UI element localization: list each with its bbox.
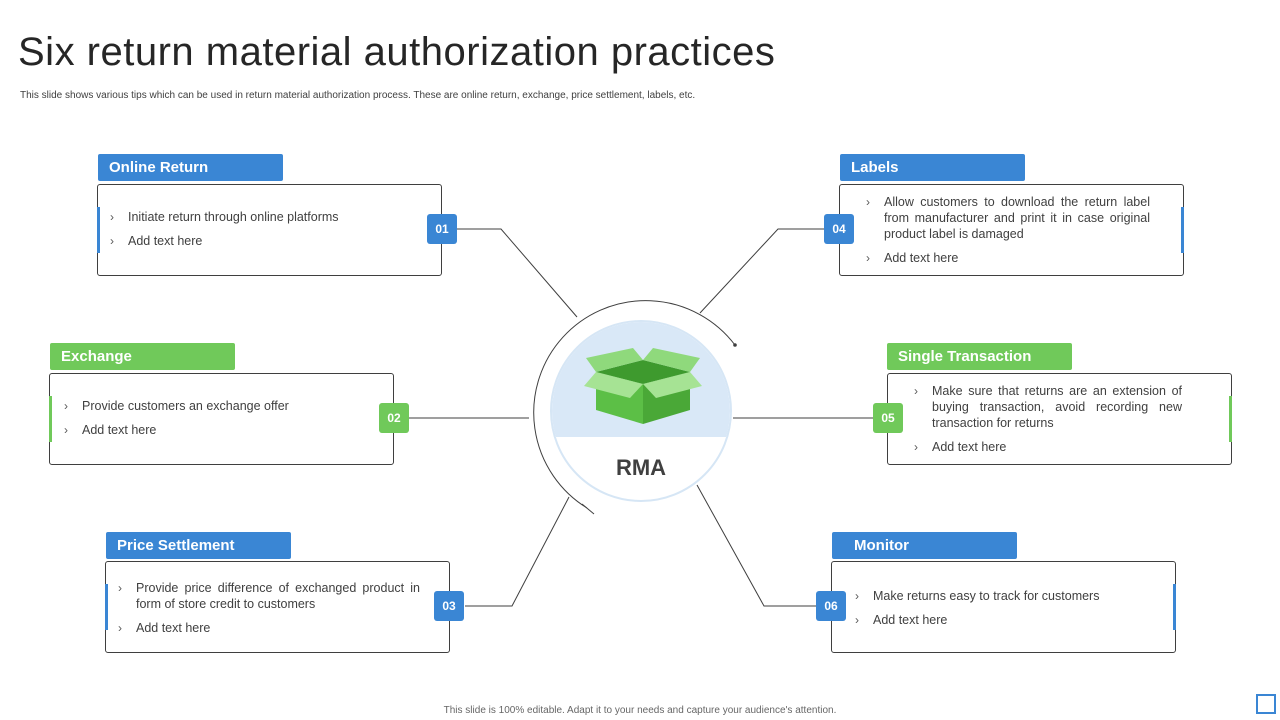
rma-label: RMA <box>615 455 667 480</box>
page-title: Six return material authorization practi… <box>18 30 776 74</box>
card-accent-bar <box>97 207 100 253</box>
practice-card-single-transaction: ›Make sure that returns are an extension… <box>887 373 1232 465</box>
card-accent-bar <box>1229 396 1232 442</box>
list-item: ›Add text here <box>855 613 948 627</box>
step-badge-03: 03 <box>434 591 464 621</box>
card-accent-bar <box>1173 584 1176 630</box>
corner-square-icon <box>1256 694 1276 714</box>
practice-card-labels: ›Allow customers to download the return … <box>839 184 1184 276</box>
list-item: ›Make returns easy to track for customer… <box>855 589 1100 603</box>
step-badge-06: 06 <box>816 591 846 621</box>
chevron-right-icon: › <box>110 210 114 224</box>
arc-end-tick <box>581 503 595 515</box>
step-badge-02: 02 <box>379 403 409 433</box>
chevron-right-icon: › <box>914 440 918 454</box>
practice-card-monitor: ›Make returns easy to track for customer… <box>831 561 1176 653</box>
connector-04 <box>699 228 824 314</box>
list-item: ›Add text here <box>914 440 1007 454</box>
practice-title-exchange: Exchange <box>50 343 235 370</box>
arc-end-dot <box>733 343 737 347</box>
connector-01 <box>457 228 578 318</box>
chevron-right-icon: › <box>914 384 918 398</box>
card-accent-bar <box>1181 207 1184 253</box>
chevron-right-icon: › <box>866 251 870 265</box>
step-badge-05: 05 <box>873 403 903 433</box>
practice-card-exchange: ›Provide customers an exchange offer ›Ad… <box>49 373 394 465</box>
practice-title-monitor: Monitor <box>832 532 1017 559</box>
list-item: ›Add text here <box>866 251 959 265</box>
list-item: ›Add text here <box>110 234 203 248</box>
step-badge-01: 01 <box>427 214 457 244</box>
list-item: ›Add text here <box>64 423 157 437</box>
list-item: ›Provide customers an exchange offer <box>64 399 289 413</box>
list-item: ›Make sure that returns are an extension… <box>914 384 1182 430</box>
list-item: ›Add text here <box>118 621 211 635</box>
connector-06 <box>696 484 816 607</box>
box-icon <box>584 348 702 424</box>
chevron-right-icon: › <box>64 423 68 437</box>
list-item: ›Allow customers to download the return … <box>866 195 1150 241</box>
card-accent-bar <box>49 396 52 442</box>
chevron-right-icon: › <box>855 589 859 603</box>
chevron-right-icon: › <box>118 581 122 595</box>
footer-note: This slide is 100% editable. Adapt it to… <box>443 705 837 716</box>
list-item: ›Provide price difference of exchanged p… <box>118 581 420 611</box>
card-accent-bar <box>105 584 108 630</box>
chevron-right-icon: › <box>118 621 122 635</box>
chevron-right-icon: › <box>855 613 859 627</box>
practice-title-price-settlement: Price Settlement <box>106 532 291 559</box>
chevron-right-icon: › <box>110 234 114 248</box>
rma-center: RMA <box>550 320 732 502</box>
list-item: ›Initiate return through online platform… <box>110 210 339 224</box>
practice-title-labels: Labels <box>840 154 1025 181</box>
step-badge-04: 04 <box>824 214 854 244</box>
chevron-right-icon: › <box>64 399 68 413</box>
practice-title-single-transaction: Single Transaction <box>887 343 1072 370</box>
practice-card-online-return: ›Initiate return through online platform… <box>97 184 442 276</box>
page-subtitle: This slide shows various tips which can … <box>20 90 696 101</box>
practice-card-price-settlement: ›Provide price difference of exchanged p… <box>105 561 450 653</box>
chevron-right-icon: › <box>866 195 870 209</box>
connector-03 <box>465 496 570 607</box>
practice-title-online-return: Online Return <box>98 154 283 181</box>
